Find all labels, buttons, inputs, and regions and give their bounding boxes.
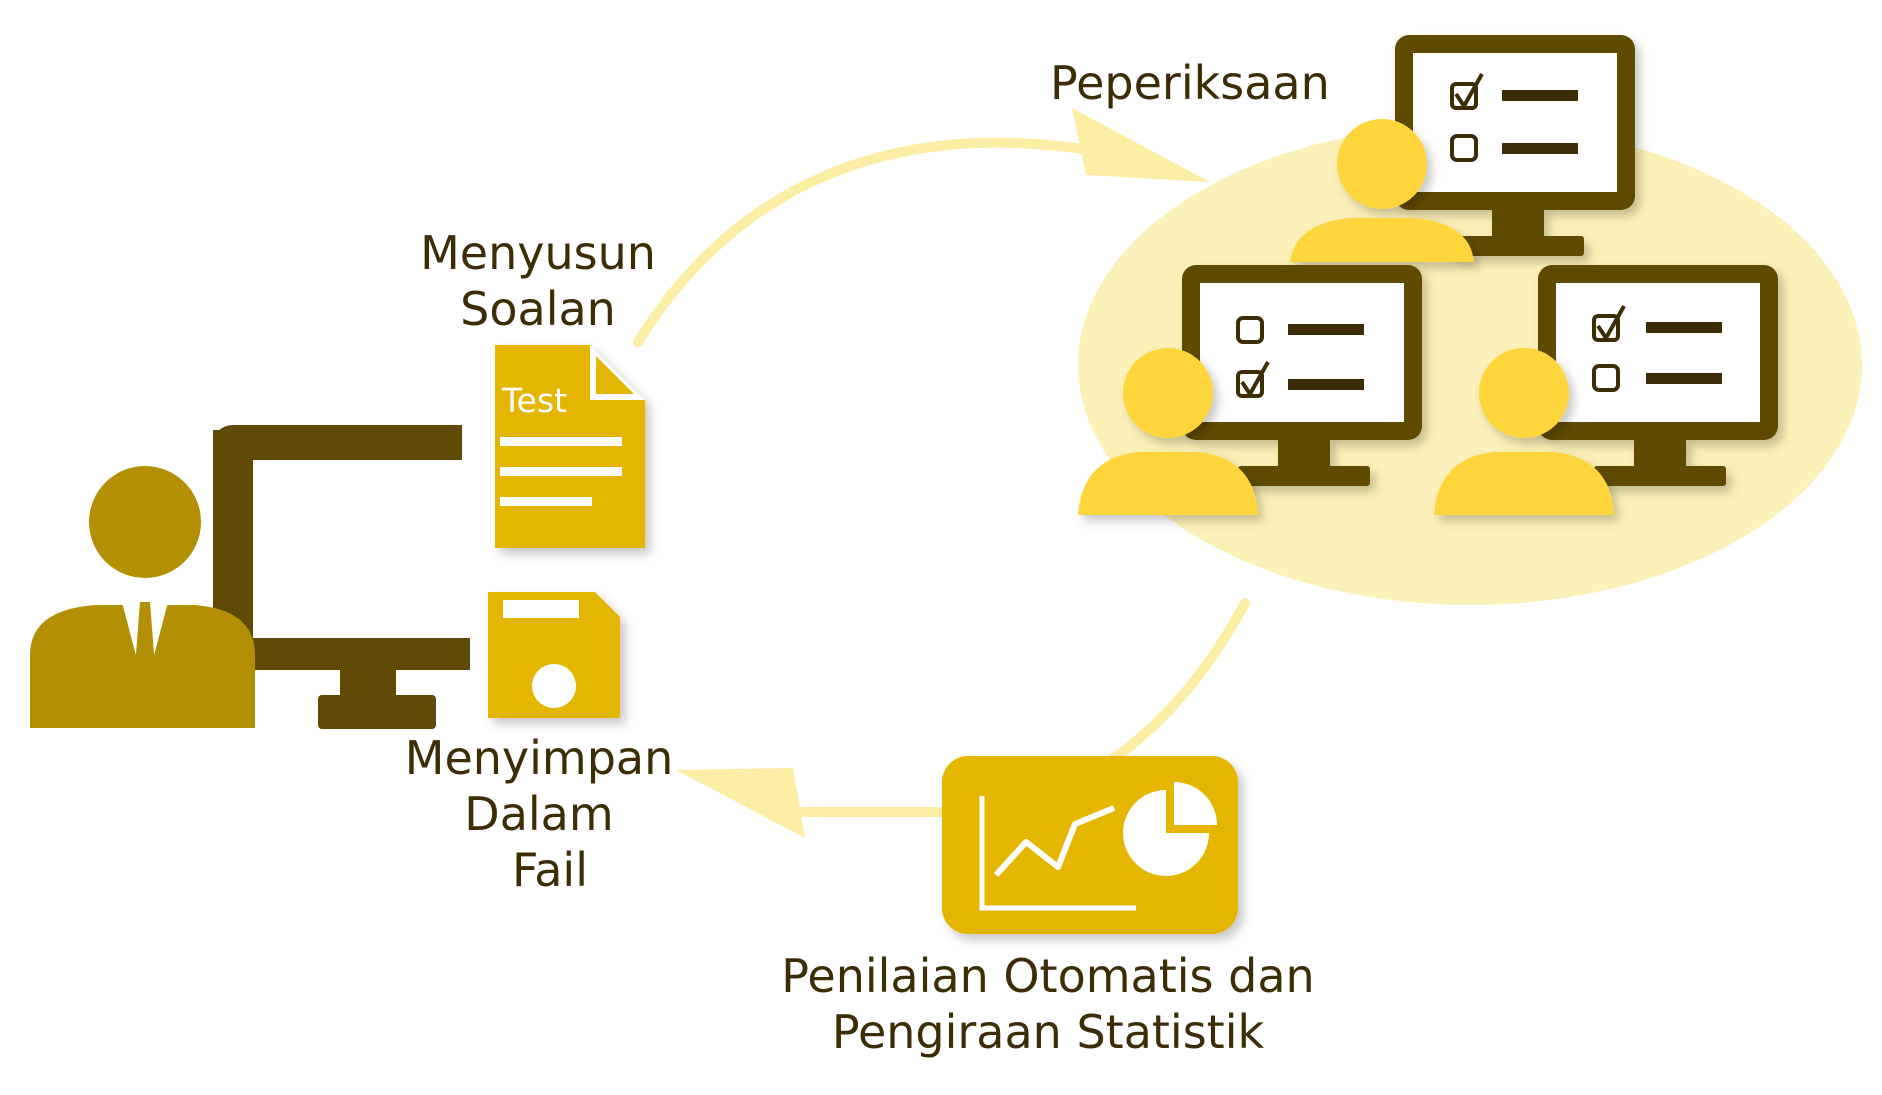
line-graph-icon — [979, 796, 1136, 911]
stats-label-line2: Pengiraan Statistik — [831, 1005, 1265, 1059]
checkbox-empty-icon — [1592, 364, 1620, 392]
save-label: Menyimpan Dalam Fail — [388, 730, 690, 898]
checkbox-checked-icon — [1236, 361, 1270, 398]
student-icon — [1078, 348, 1258, 515]
checkbox-empty-icon — [1450, 134, 1478, 162]
exam-monitor-icon — [1538, 265, 1778, 486]
compose-label-line1: Menyusun — [420, 226, 656, 280]
checkbox-checked-icon — [1592, 305, 1626, 342]
compose-label: Menyusun Soalan — [410, 225, 666, 337]
checkbox-empty-icon — [1236, 316, 1264, 344]
answer-line — [1288, 324, 1364, 335]
answer-line — [1502, 143, 1578, 154]
pie-chart-icon — [1123, 782, 1217, 876]
checkbox-checked-icon — [1450, 73, 1484, 110]
student-icon — [1434, 348, 1614, 515]
computer-monitor-icon — [213, 425, 470, 729]
floppy-disk-icon — [488, 592, 620, 718]
save-label-line2: Dalam — [464, 787, 614, 841]
save-label-line1: Menyimpan — [404, 731, 674, 785]
student-icon — [1290, 119, 1474, 262]
answer-line — [1288, 379, 1364, 390]
exam-monitor-icon — [1395, 35, 1635, 256]
person-icon — [30, 466, 255, 728]
save-label-line3: Fail — [512, 843, 588, 897]
stats-label-line1: Penilaian Otomatis dan — [781, 949, 1315, 1003]
exam-label: Peperiksaan — [1050, 56, 1330, 110]
test-document-label: Test — [501, 381, 567, 420]
stats-label: Penilaian Otomatis dan Pengiraan Statist… — [758, 948, 1338, 1060]
test-document-icon — [495, 345, 645, 548]
answer-line — [1502, 90, 1578, 101]
cycle-arrow-icon — [633, 108, 1210, 347]
compose-label-line2: Soalan — [460, 282, 616, 336]
answer-line — [1646, 322, 1722, 333]
answer-line — [1646, 373, 1722, 384]
